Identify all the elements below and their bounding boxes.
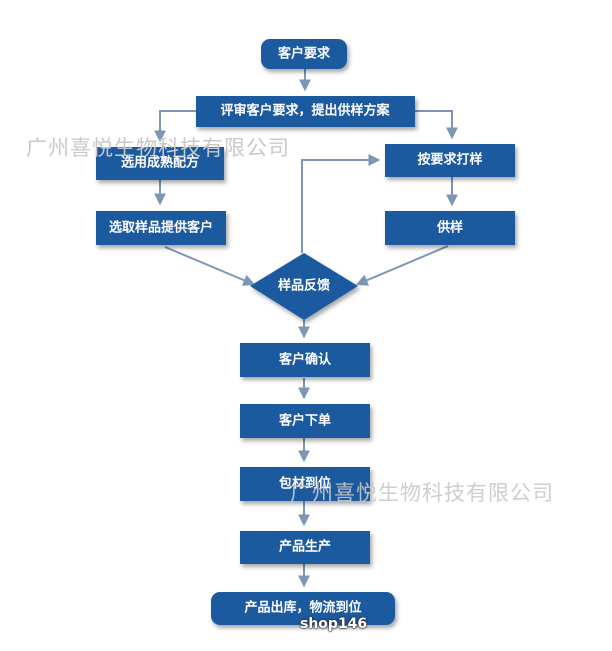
connector-select-to-feedback [164,246,256,286]
connectors [154,69,458,588]
connector-supply-to-feedback [355,245,449,286]
node-product-production: 产品生产 [240,531,370,564]
svg-text:产品生产: 产品生产 [279,539,331,555]
node-customer-order: 客户下单 [240,404,370,438]
svg-text:客户要求: 客户要求 [278,46,331,62]
svg-text:包材到位: 包材到位 [279,476,331,492]
svg-text:客户下单: 客户下单 [279,413,331,429]
svg-text:评审客户要求，提出供样方案: 评审客户要求，提出供样方案 [220,103,390,119]
svg-text:选用成熟配方: 选用成熟配方 [121,155,199,171]
connector-review-to-formula [154,110,196,143]
svg-text:客户确认: 客户确认 [279,352,332,368]
svg-text:样品反馈: 样品反馈 [278,278,330,294]
node-customer-confirm: 客户确认 [240,343,370,377]
node-sample-feedback: 样品反馈 [250,253,358,320]
node-review-request: 评审客户要求，提出供样方案 [196,96,415,127]
node-sample-by-request: 按要求打样 [385,144,515,177]
node-supply-sample: 供样 [385,211,515,245]
svg-text:供样: 供样 [436,220,463,236]
node-customer-request: 客户要求 [261,39,347,69]
svg-text:按要求打样: 按要求打样 [417,152,482,168]
node-ship-out: 产品出库，物流到位 [211,592,395,625]
node-select-sample-to-customer: 选取样品提供客户 [96,211,226,245]
connector-feedback-loop-to-sample [301,154,381,253]
connector-review-to-sample [415,110,458,140]
node-packaging-ready: 包材到位 [240,467,370,501]
svg-text:产品出库，物流到位: 产品出库，物流到位 [244,600,361,616]
node-select-formula: 选用成熟配方 [96,147,224,180]
svg-text:选取样品提供客户: 选取样品提供客户 [109,220,213,236]
